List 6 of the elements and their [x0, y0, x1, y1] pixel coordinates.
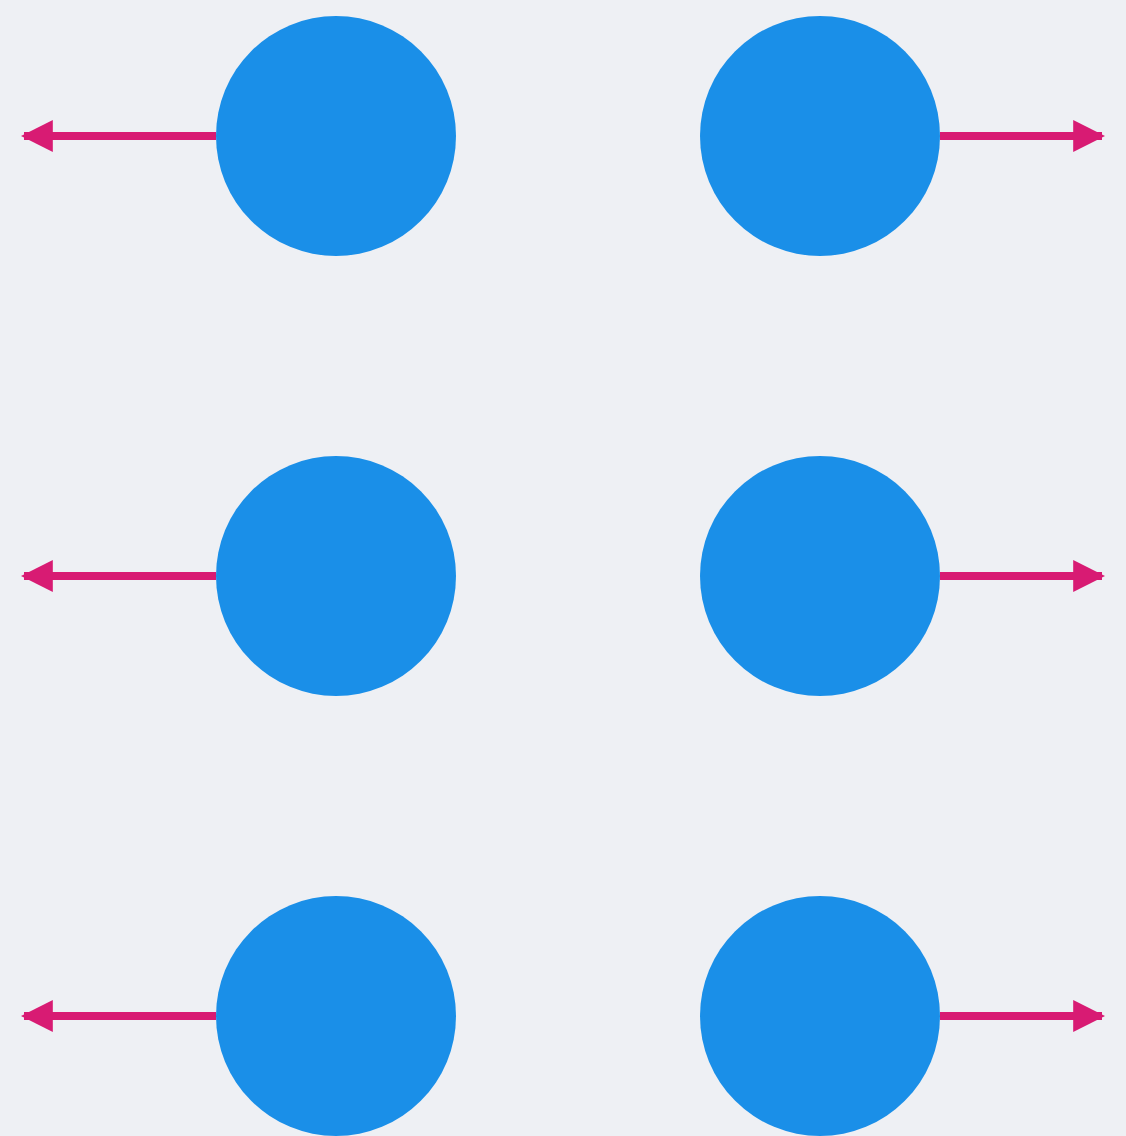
arrow: [940, 560, 1106, 592]
arrow: [940, 1000, 1106, 1032]
arrow: [20, 120, 216, 152]
arrow: [20, 1000, 216, 1032]
arrow: [940, 120, 1106, 152]
arrow: [20, 560, 216, 592]
